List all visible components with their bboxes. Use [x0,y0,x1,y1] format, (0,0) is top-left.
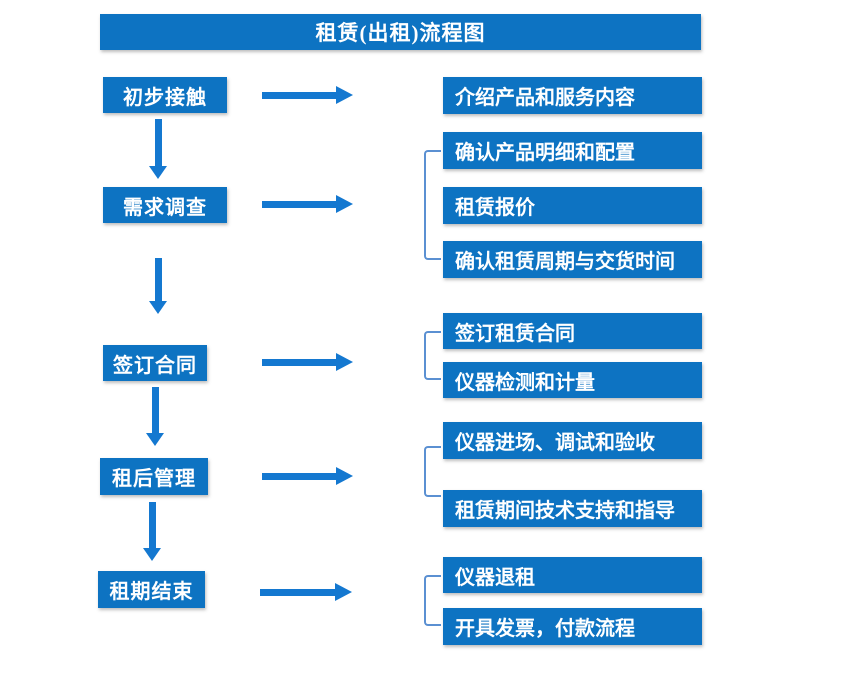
down-arrow-shaft [154,119,162,166]
stage-box-rental-end: 租期结束 [98,571,205,608]
detail-box-invoice-payment: 开具发票，付款流程 [443,608,702,645]
group-bracket-sign-contract [424,331,441,380]
stage-box-post-rental-management: 租后管理 [100,458,208,495]
stage-box-demand-survey: 需求调查 [103,187,227,223]
detail-box-confirm-product-config: 确认产品明细和配置 [443,132,702,169]
group-bracket-rental-end [424,575,441,626]
detail-box-introduce-products: 介绍产品和服务内容 [443,77,702,114]
down-arrow-icon [149,258,167,314]
stage-box-sign-contract: 签订合同 [103,345,207,381]
right-arrow-shaft [262,91,336,99]
right-arrow-shaft [262,472,336,480]
right-arrow-icon [262,353,353,371]
right-arrow-icon [262,195,353,213]
flowchart-title: 租赁(出租)流程图 [100,14,701,50]
right-arrow-shaft [262,200,336,208]
down-arrow-shaft [151,387,159,433]
detail-box-instrument-return: 仪器退租 [443,557,702,593]
down-arrow-head [146,433,164,446]
down-arrow-icon [149,119,167,179]
down-arrow-shaft [154,258,162,301]
down-arrow-icon [143,502,161,561]
right-arrow-shaft [262,358,336,366]
down-arrow-head [143,548,161,561]
down-arrow-head [149,166,167,179]
down-arrow-icon [146,387,164,446]
right-arrow-head [336,195,353,213]
group-bracket-demand-survey [424,150,441,260]
down-arrow-shaft [148,502,156,548]
detail-box-rental-quotation: 租赁报价 [443,187,702,224]
detail-box-instrument-testing: 仪器检测和计量 [443,362,702,398]
right-arrow-icon [262,86,353,104]
stage-box-initial-contact: 初步接触 [103,77,227,113]
right-arrow-icon [262,467,353,485]
detail-box-instrument-setup-acceptance: 仪器进场、调试和验收 [443,422,702,459]
right-arrow-head [335,583,352,601]
detail-box-sign-rental-contract: 签订租赁合同 [443,313,702,349]
detail-box-technical-support: 租赁期间技术支持和指导 [443,490,702,527]
right-arrow-icon [260,583,352,601]
right-arrow-head [336,353,353,371]
down-arrow-head [149,301,167,314]
detail-box-confirm-period-delivery: 确认租赁周期与交货时间 [443,241,702,278]
right-arrow-head [336,86,353,104]
right-arrow-shaft [260,588,335,596]
right-arrow-head [336,467,353,485]
group-bracket-post-rental [424,446,441,497]
